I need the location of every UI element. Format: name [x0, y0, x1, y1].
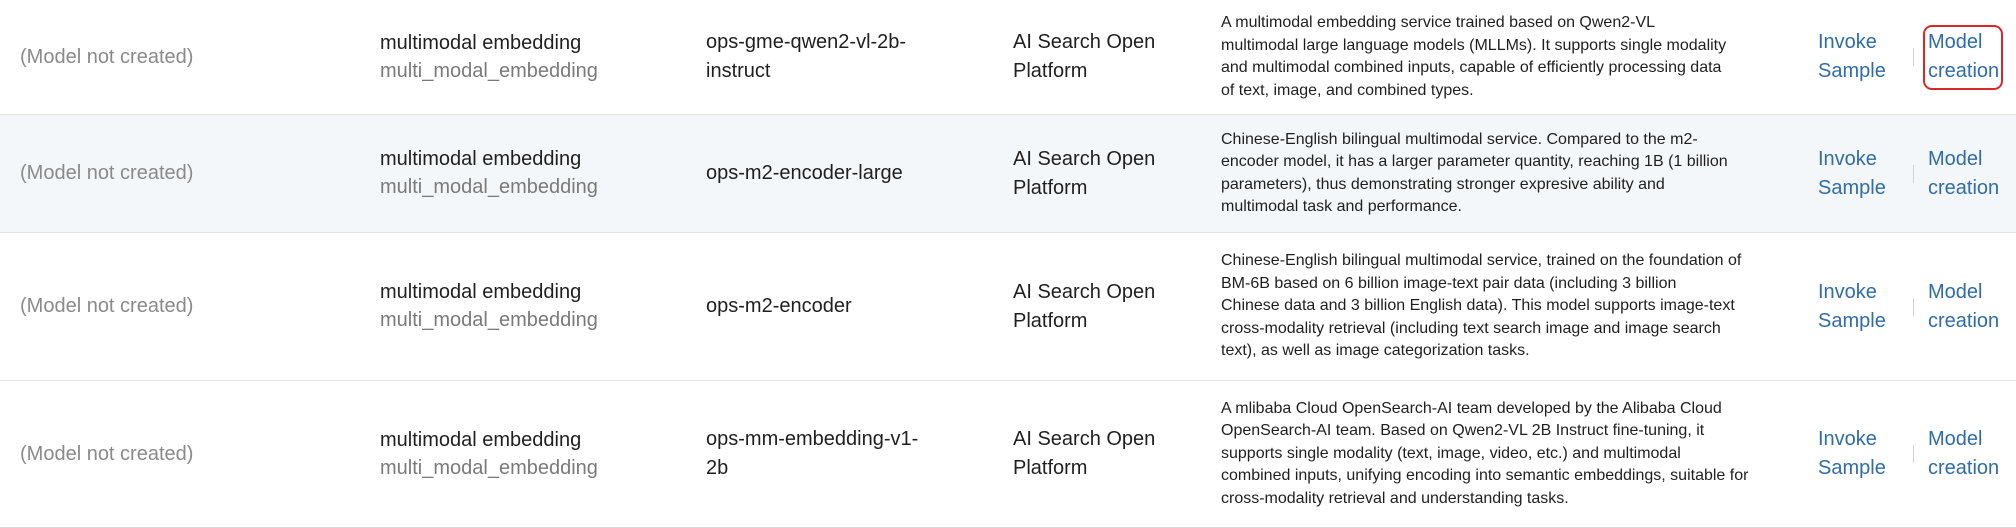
table-row: (Model not created) multimodal embedding…: [0, 381, 2016, 528]
model-description: A multimodal embedding service trained b…: [1221, 14, 1727, 99]
model-description: Chinese-English bilingual multimodal ser…: [1221, 252, 1742, 360]
action-divider: [1913, 48, 1914, 66]
model-type-code: multi_modal_embedding: [380, 456, 598, 479]
model-creation-link[interactable]: Model creation: [1928, 280, 2000, 332]
model-name: ops-gme-qwen2-vl-2b- instruct: [706, 31, 907, 82]
model-creation-link[interactable]: Model creation: [1928, 147, 2000, 199]
model-status: (Model not created): [20, 295, 194, 317]
model-type: multimodal embedding multi_modal_embeddi…: [380, 429, 598, 480]
model-type-name: multimodal embedding: [380, 281, 582, 303]
model-type-code: multi_modal_embedding: [380, 59, 598, 82]
action-divider: [1913, 445, 1914, 463]
model-type-code: multi_modal_embedding: [380, 309, 598, 331]
invoke-sample-link[interactable]: Invoke Sample: [1818, 428, 1886, 479]
model-description: A mlibaba Cloud OpenSearch-AI team devel…: [1221, 399, 1749, 507]
model-name: ops-m2-encoder: [706, 295, 852, 317]
model-status: (Model not created): [20, 45, 194, 68]
model-creation-link[interactable]: Model creation: [1923, 24, 2004, 90]
model-name: ops-mm-embedding-v1- 2b: [706, 428, 919, 479]
model-type: multimodal embedding multi_modal_embeddi…: [380, 32, 598, 83]
model-type-name: multimodal embedding: [380, 31, 582, 54]
model-type-name: multimodal embedding: [380, 148, 582, 170]
model-source: AI Search Open Platform: [1013, 147, 1156, 199]
action-divider: [1913, 297, 1914, 316]
table-row: (Model not created) multimodal embedding…: [0, 0, 2016, 115]
table-row: (Model not created) multimodal embedding…: [0, 115, 2016, 233]
model-description: Chinese-English bilingual multimodal ser…: [1221, 130, 1728, 216]
invoke-sample-link[interactable]: Invoke Sample: [1818, 280, 1886, 332]
invoke-sample-link[interactable]: Invoke Sample: [1818, 147, 1886, 199]
model-type: multimodal embedding multi_modal_embeddi…: [380, 281, 598, 332]
model-name: ops-m2-encoder-large: [706, 162, 903, 184]
model-creation-link[interactable]: Model creation: [1928, 428, 2000, 479]
model-source: AI Search Open Platform: [1013, 428, 1156, 479]
table-row: (Model not created) multimodal embedding…: [0, 233, 2016, 381]
action-divider: [1913, 164, 1914, 183]
model-type: multimodal embedding multi_modal_embeddi…: [380, 148, 598, 199]
model-source: AI Search Open Platform: [1013, 280, 1156, 332]
model-type-name: multimodal embedding: [380, 428, 582, 451]
model-status: (Model not created): [20, 442, 194, 465]
invoke-sample-link[interactable]: Invoke Sample: [1818, 31, 1886, 82]
model-type-code: multi_modal_embedding: [380, 176, 598, 198]
model-status: (Model not created): [20, 162, 194, 184]
model-source: AI Search Open Platform: [1013, 31, 1156, 82]
